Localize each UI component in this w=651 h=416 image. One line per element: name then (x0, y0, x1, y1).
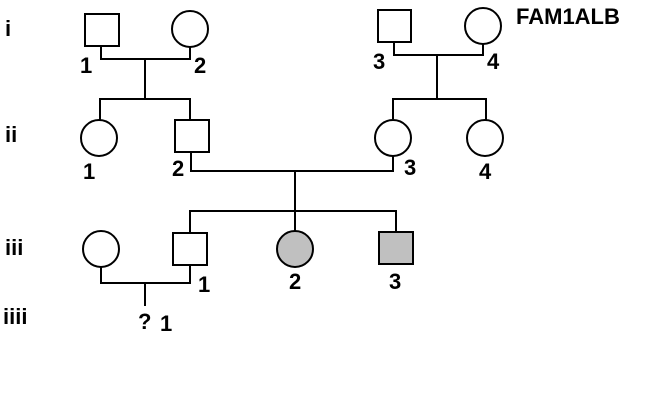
chart-title: FAM1ALB (516, 4, 620, 29)
individual-III-1-male (172, 232, 208, 266)
individual-number-II-2: 2 (172, 156, 184, 181)
individual-number-I-4: 4 (487, 49, 500, 74)
individual-number-III-1: 1 (198, 272, 210, 297)
sibship-line-III (189, 210, 397, 232)
mating-line-II2-II3 (190, 152, 394, 172)
individual-status-unknown: ? (138, 309, 151, 334)
mating-line-III-spouse-III1 (100, 265, 191, 284)
individual-II-2-male (174, 119, 210, 153)
individual-I-4-female (464, 7, 502, 45)
generation-label-ii: ii (5, 122, 17, 147)
individual-II-1-female (80, 119, 118, 157)
individual-number-II-1: 1 (83, 159, 95, 184)
generation-label-i: i (5, 16, 11, 41)
sibship-line-II3-II4 (392, 98, 487, 120)
sibship-line-II1-II2 (99, 98, 191, 124)
individual-I-3-male (377, 9, 412, 43)
mating-line-I1-I2 (100, 46, 191, 60)
individual-number-III-2: 2 (289, 269, 301, 294)
generation-label-iiii: iiii (3, 304, 27, 329)
individual-I-2-female (171, 10, 209, 48)
individual-II-4-female (466, 119, 504, 157)
individual-number-I-1: 1 (80, 53, 92, 78)
individual-II-3-female (374, 119, 412, 157)
individual-number-II-4: 4 (479, 159, 492, 184)
individual-number-II-3: 3 (404, 155, 416, 180)
mating-line-I3-I4 (393, 42, 484, 56)
individual-number-I-2: 2 (194, 53, 206, 78)
individual-I-1-male (84, 13, 120, 47)
individual-III-3-male-affected (378, 231, 414, 265)
individual-number-I-3: 3 (373, 49, 385, 74)
individual-number-III-3: 3 (389, 269, 401, 294)
generation-label-iii: iii (5, 235, 23, 260)
individual-III-2-female-affected (276, 230, 314, 268)
individual-number-IIII-1: 1 (160, 311, 172, 336)
individual-III-spouse-female (82, 230, 120, 268)
